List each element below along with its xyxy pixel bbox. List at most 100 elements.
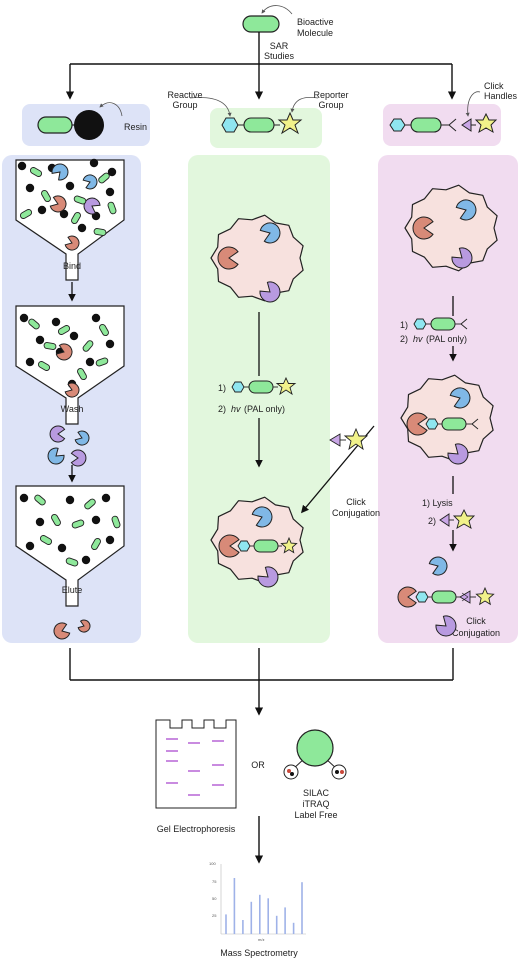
resin-bead (105, 339, 115, 349)
bioactive-label-1: Bioactive (297, 17, 334, 27)
middle-hv-label: hv (231, 404, 241, 414)
ms-ytick-25: 25 (212, 913, 217, 918)
reactive-group-label-2: Group (172, 100, 197, 110)
protein-blue (51, 163, 69, 181)
bioactive-pill (65, 557, 79, 567)
ms-peak (233, 878, 236, 934)
protein-red (49, 195, 67, 213)
click-conjugation-right-label-2: Conjugation (452, 628, 500, 638)
bioactive-pill (29, 167, 43, 177)
eluted-proteins (53, 619, 91, 640)
resin-bead (25, 357, 35, 367)
right-step1-label: 1) (400, 320, 408, 330)
protein-red (406, 412, 428, 436)
middle-pal-label: (PAL only) (244, 404, 285, 414)
protein-blue (455, 199, 477, 221)
reactive-group-label-1: Reactive (167, 90, 202, 100)
bound-probe-middle (237, 536, 298, 554)
quant-label-molecule (283, 729, 347, 780)
ms-ytick-75: 75 (212, 879, 217, 884)
resin-bead (19, 313, 29, 323)
cell-untreated-middle (210, 214, 304, 303)
protein-blue (251, 506, 273, 528)
lysis-reporter (439, 508, 476, 529)
ms-peak (267, 898, 269, 934)
resin-bead (91, 313, 101, 323)
gel-band (188, 770, 200, 772)
bound-probe-right (425, 417, 479, 431)
protein-red (55, 343, 73, 361)
middle-step1-label: 1) (218, 383, 226, 393)
click-reporter-reagent (329, 427, 369, 451)
resin-bead (81, 555, 91, 565)
bioactive-pill (93, 228, 107, 236)
right-pal-label: (PAL only) (426, 334, 467, 344)
affinity-column-bind (15, 159, 125, 281)
protein-red (218, 534, 240, 558)
resin-bead (105, 535, 115, 545)
quant-label-3: Label Free (294, 810, 337, 820)
reporter-group-label-1: Reporter (313, 90, 348, 100)
bioactive-molecule: Bioactive Molecule (242, 5, 334, 38)
protein-blue (259, 222, 281, 244)
bind-column-contents (17, 158, 117, 251)
resin-bead (25, 541, 35, 551)
protein-blue (428, 556, 448, 576)
gel-band (188, 794, 200, 796)
ms-peak (225, 914, 227, 934)
ms-peak (242, 920, 244, 934)
quant-label-1: SILAC (303, 788, 330, 798)
protein-purple (49, 425, 66, 443)
merge-arrows (69, 648, 454, 864)
gel-band (166, 738, 178, 740)
cell-labeled-middle (210, 496, 304, 588)
washed-proteins (47, 425, 90, 467)
lysate-proteins (397, 556, 457, 637)
protein-blue (47, 447, 65, 465)
click-conjugation-label-1: Click (346, 497, 366, 507)
resin-bead (85, 357, 95, 367)
middle-step2-prefix: 2) (218, 404, 226, 414)
sar-branch-arrows (65, 32, 457, 100)
resin-bead (89, 158, 99, 168)
resin-bead (59, 209, 69, 219)
bioactive-pill (82, 340, 94, 352)
ms-ytick-50: 50 (212, 896, 217, 901)
protein-purple (451, 247, 473, 269)
ms-ytick-100: 100 (209, 861, 216, 866)
bioactive-pill (34, 494, 46, 506)
gel-band (166, 782, 178, 784)
bioactive-pill (37, 361, 51, 371)
resin-bead (37, 205, 47, 215)
click-handle-probe-box: Click Handles (383, 81, 518, 146)
elute-column-contents (19, 493, 121, 567)
resin-bead (65, 495, 75, 505)
resin-bead (35, 335, 45, 345)
bioactive-pill (71, 519, 85, 529)
protein-purple (70, 449, 87, 467)
bioactive-pill (77, 367, 87, 381)
bioactive-pill (99, 323, 109, 337)
lysis-label: 1) Lysis (422, 498, 453, 508)
bioactive-pill (28, 318, 40, 330)
bioactive-pill (95, 357, 109, 367)
ms-xlabel: m/z (258, 937, 264, 942)
click-conjugation-right-label-1: Click (466, 616, 486, 626)
bioactive-pill (57, 325, 71, 335)
gel-label: Gel Electrophoresis (157, 824, 236, 834)
bind-label: Bind (63, 261, 81, 271)
bioactive-pill (51, 513, 61, 527)
conjugated-probe-right (415, 586, 495, 606)
protein-blue (449, 387, 471, 409)
bioactive-pill (39, 535, 53, 545)
wash-label: Wash (61, 404, 84, 414)
resin-bead (77, 223, 87, 233)
ms-peak (301, 882, 303, 934)
reporter-group-label-2: Group (318, 100, 343, 110)
ms-spectrum: 100 75 50 25 m/z (209, 861, 306, 942)
bioactive-pill (19, 209, 33, 219)
protein-red (217, 246, 239, 270)
gel-band (188, 742, 200, 744)
resin-bead (17, 161, 27, 171)
